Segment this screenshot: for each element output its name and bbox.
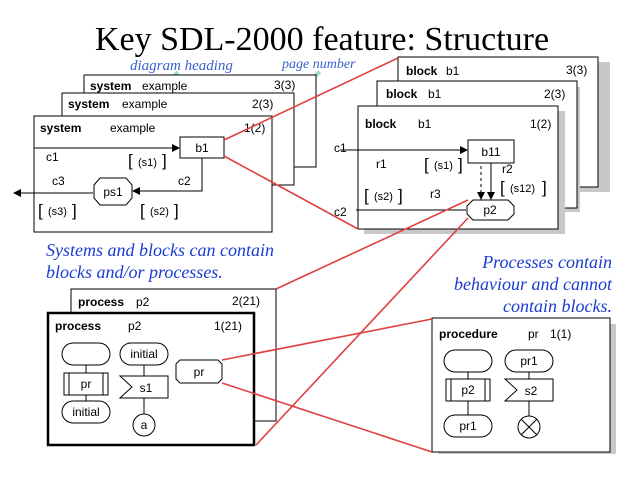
block-page-3-number: 3(3)	[566, 63, 587, 77]
channel-c2-block-label: c2	[334, 205, 347, 219]
system-page-2-kind: system	[68, 97, 109, 111]
slide-title: Key SDL-2000 feature: Structure	[95, 21, 549, 58]
channel-r2-label: r2	[502, 162, 513, 176]
signal-list-bracket: [	[500, 178, 505, 197]
procedure-kind: procedure	[439, 327, 498, 341]
block-page-2-name: b1	[428, 87, 442, 101]
procedure-call-p2-label: p2	[461, 383, 475, 397]
system-page-3-kind: system	[90, 79, 131, 93]
system-page-3-name: example	[142, 79, 188, 93]
system-page-2-name: example	[122, 97, 168, 111]
system-page-3-number: 3(3)	[274, 78, 295, 92]
system-page-1-number: 1(2)	[244, 121, 265, 135]
channel-r1-label: r1	[376, 157, 387, 171]
channel-c3-label: c3	[52, 174, 65, 188]
block-page-1-kind: block	[365, 117, 397, 131]
block-page-1-number: 1(2)	[530, 117, 551, 131]
channel-c1-block-label: c1	[334, 141, 347, 155]
procedure-start-symbol	[443, 349, 493, 373]
block-b11-label: b11	[481, 145, 500, 159]
signal-list-bracket: [	[140, 201, 145, 220]
signal-list-s3: (s3)	[48, 206, 67, 218]
block-process-p2-label: p2	[483, 203, 497, 217]
system-page-2-number: 2(3)	[252, 97, 273, 111]
link-p2-to-process-top	[275, 199, 469, 290]
block-page-3-kind: block	[406, 64, 438, 78]
block-page-3-name: b1	[446, 64, 460, 78]
caption-left-line-1: Systems and blocks can contain	[46, 240, 274, 260]
caption-left-line-2: blocks and/or processes.	[46, 262, 223, 282]
diagram-heading-annotation: diagram heading	[130, 58, 233, 74]
signal-list-bracket: [	[364, 186, 369, 205]
signal-list-bracket: ]	[542, 178, 547, 197]
signal-list-bracket: [	[128, 151, 133, 170]
procedure-name: pr	[528, 327, 539, 341]
caption-right-line-2: behaviour and cannot	[454, 274, 613, 294]
channel-c2	[132, 158, 203, 195]
channel-c2-label: c2	[178, 174, 191, 188]
signal-list-bracket: [	[424, 155, 429, 174]
signal-list-bracket: ]	[458, 155, 463, 174]
connector-a-label: a	[141, 418, 148, 432]
system-stack: system example 3(3) system example 2(3) …	[13, 74, 317, 233]
link-pr-to-procedure-bottom	[221, 382, 433, 453]
input-signal-s1-label: s1	[140, 381, 153, 395]
procedure-input-s2-label: s2	[525, 384, 538, 398]
process-page-2-number: 2(21)	[232, 294, 260, 308]
system-page-1-name: example	[110, 121, 156, 135]
start-symbol	[61, 342, 111, 366]
signal-list-bracket: ]	[174, 201, 179, 220]
link-p2-to-process-bottom	[255, 217, 469, 446]
system-process-ps1	[93, 177, 133, 206]
procedure-state-pr1-top-label: pr1	[520, 354, 538, 368]
block-page-2-number: 2(3)	[544, 87, 565, 101]
system-process-ps1-label: ps1	[103, 185, 123, 199]
procedure-reference-pr	[175, 359, 223, 384]
signal-list-bracket: ]	[162, 151, 167, 170]
signal-list-s12: (s12)	[510, 183, 535, 195]
link-pr-to-procedure-top	[221, 318, 433, 361]
signal-list-bracket: ]	[72, 201, 77, 220]
process-page-2-kind: process	[78, 295, 124, 309]
block-page-2-kind: block	[386, 87, 418, 101]
link-b1-to-block-top	[223, 57, 399, 141]
process-page-1-kind: process	[55, 319, 101, 333]
signal-list-bracket: [	[38, 201, 43, 220]
connector-a	[132, 413, 156, 437]
signal-list-s2: (s2)	[150, 206, 169, 218]
channel-c1-label: c1	[46, 150, 59, 164]
procedure-state-pr1-bottom	[443, 414, 493, 438]
signal-list-bracket: ]	[398, 186, 403, 205]
system-block-b1-label: b1	[195, 141, 209, 155]
signal-list-s1: (s1)	[138, 157, 157, 169]
block-process-p2	[466, 199, 515, 221]
reference-links	[221, 57, 469, 453]
caption-right-line-1: Processes contain	[481, 252, 612, 272]
process-page-1-number: 1(21)	[214, 319, 242, 333]
procedure-return-cross	[520, 418, 538, 436]
caption-right-line-3: contain blocks.	[503, 296, 612, 316]
channel-r3-label: r3	[430, 187, 441, 201]
process-stack: process p2 2(21) process p2 1(21) pr ini…	[46, 288, 277, 447]
procedure-state-pr1-bottom-label: pr1	[459, 419, 477, 433]
state-initial-bottom	[61, 400, 111, 424]
state-initial-bottom-label: initial	[72, 405, 99, 419]
signal-list-s1-block: (s1)	[434, 160, 453, 172]
block-page-1-name: b1	[418, 117, 432, 131]
process-page-1-name: p2	[128, 319, 142, 333]
procedure-page-number: 1(1)	[550, 327, 571, 341]
link-b1-to-block-bottom	[223, 155, 359, 230]
state-initial-top-label: initial	[130, 347, 157, 361]
procedure-diagram: procedure pr 1(1) p2 pr1 pr1 s2	[431, 317, 616, 454]
procedure-reference-pr-label: pr	[194, 365, 205, 379]
system-page-1-kind: system	[40, 121, 81, 135]
procedure-call-label: pr	[81, 377, 92, 391]
block-stack: block b1 3(3) block b1 2(3) block b1 1(2…	[334, 56, 610, 234]
signal-list-s2-block: (s2)	[374, 191, 393, 203]
block-page-1	[357, 105, 559, 230]
process-page-2-name: p2	[136, 295, 150, 309]
page-number-annotation: page number	[281, 57, 356, 72]
